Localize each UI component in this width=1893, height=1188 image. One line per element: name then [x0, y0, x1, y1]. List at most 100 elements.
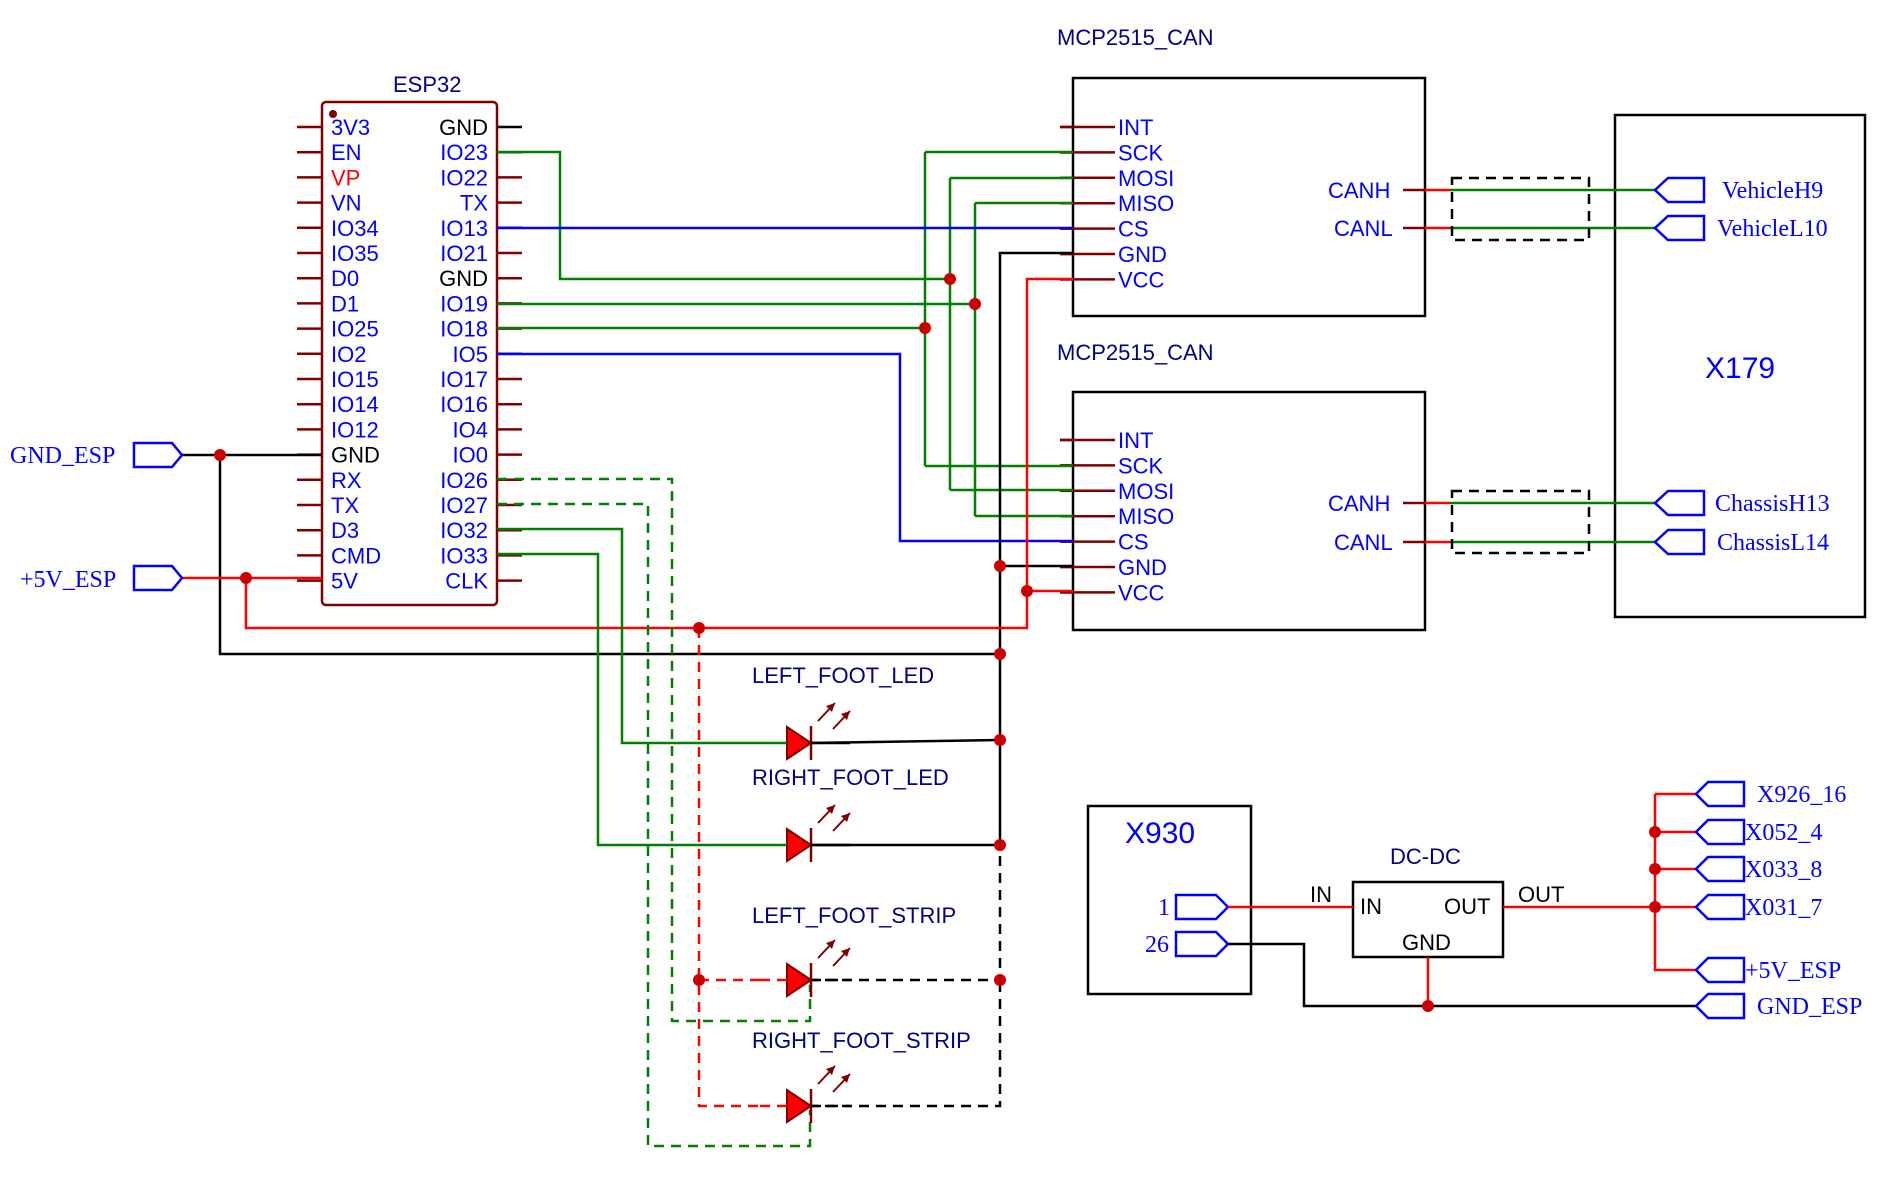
junction-dot [1649, 901, 1661, 913]
junction-dot [214, 449, 226, 461]
esp32-pin-label: IO25 [331, 317, 379, 342]
esp-power-ports: GND_ESP +5V_ESP [10, 441, 184, 593]
output-port [1694, 855, 1746, 883]
mcp1-canh: CANH [1328, 178, 1390, 203]
esp32-pin-label: IO21 [440, 241, 488, 266]
esp32-pin-label: IO33 [440, 543, 488, 568]
twisted-pair-2 [1450, 489, 1591, 555]
esp32-pin-label: GND [439, 115, 488, 140]
mcp-pin-label: MISO [1118, 191, 1174, 216]
esp32-title: ESP32 [393, 72, 462, 97]
esp32-pin-label: 3V3 [331, 115, 370, 140]
port-label: ChassisH13 [1715, 491, 1830, 517]
port-gnd-esp [132, 441, 184, 469]
power-ground-wires [182, 251, 1073, 1108]
junction-dot [240, 572, 252, 584]
esp32-pin-label: CMD [331, 543, 381, 568]
mcp-pin-label: MOSI [1118, 479, 1174, 504]
junction-dot [944, 273, 956, 285]
port-5v-esp-label: +5V_ESP [20, 567, 116, 593]
x930-pin-label: 1 [1158, 895, 1170, 921]
mcp-pin-label: VCC [1118, 267, 1165, 292]
port-5v-esp [132, 564, 184, 592]
esp32-pin-label: GND [439, 266, 488, 291]
junction-dot [994, 648, 1006, 660]
esp32-pin-label: EN [331, 140, 362, 165]
led-group: LEFT_FOOT_LED RIGHT_FOOT_LED LEFT_FOOT_STR… [752, 663, 971, 1124]
x179-body [1613, 113, 1867, 619]
esp32-pin-label: IO0 [453, 443, 488, 468]
esp32-pin-label: TX [331, 493, 359, 518]
x179-connector: X179 [1613, 113, 1867, 619]
esp32-pin-label: TX [460, 191, 488, 216]
esp32-pin-label: IO26 [440, 468, 488, 493]
esp32-pin-label: VN [331, 191, 362, 216]
mcp-pin-label: VCC [1118, 580, 1165, 605]
mcp-pin-label: GND [1118, 555, 1167, 580]
esp32-pin-label: IO13 [440, 216, 488, 241]
led-left-foot-led: LEFT_FOOT_LED [752, 663, 934, 761]
junction-dot [994, 560, 1006, 572]
output-port-label: X031_7 [1745, 895, 1822, 921]
esp32-pin-label: IO16 [440, 392, 488, 417]
esp32-right-pins: GNDIO23IO22TXIO13IO21GNDIO19IO18IO5IO17I… [439, 115, 522, 594]
junction-dots [214, 273, 1661, 1012]
port-label: VehicleH9 [1722, 178, 1823, 204]
mcp-pin-label: INT [1118, 115, 1153, 140]
esp32-pin-label: D3 [331, 518, 359, 543]
x179-title: X179 [1705, 352, 1775, 385]
mcp1-body [1071, 76, 1427, 318]
led-label: RIGHT_FOOT_LED [752, 765, 949, 790]
port-vehicleh9 [1653, 176, 1706, 204]
led-right-foot-strip: RIGHT_FOOT_STRIP [752, 1028, 971, 1124]
output-port-label: X052_4 [1745, 820, 1822, 846]
junction-dot [1649, 863, 1661, 875]
output-port [1694, 992, 1746, 1020]
esp32-pin-label: IO22 [440, 165, 488, 190]
esp32-pin-label: 5V [331, 569, 358, 594]
led-left-foot-strip: LEFT_FOOT_STRIP [752, 903, 956, 998]
x179-ports: VehicleH9 VehicleL10 ChassisH13 ChassisL… [1653, 176, 1830, 556]
mcp-pin-label: MOSI [1118, 166, 1174, 191]
x930-pin-1 [1174, 893, 1230, 921]
can-bus-wires [1425, 176, 1655, 555]
mcp2-title: MCP2515_CAN [1057, 340, 1214, 365]
x930-pin-26 [1174, 930, 1230, 958]
output-port [1694, 818, 1746, 846]
esp32-pin-label: IO18 [440, 317, 488, 342]
x930-title: X930 [1125, 817, 1195, 850]
esp32-pin-label: D1 [331, 291, 359, 316]
mcp-pin-label: MISO [1118, 504, 1174, 529]
esp32-pin-label: IO34 [331, 216, 379, 241]
junction-dot [693, 622, 705, 634]
x930-body [1086, 804, 1253, 996]
dcdc-gnd-pin: GND [1402, 930, 1451, 955]
junction-dot [969, 298, 981, 310]
mcp-pin-label: SCK [1118, 140, 1164, 165]
pin1-marker [329, 110, 337, 118]
esp32-pin-label: CLK [445, 569, 488, 594]
dcdc-title: DC-DC [1390, 844, 1461, 869]
junction-dot [693, 974, 705, 986]
x930-connector: X930 1 26 [1086, 804, 1253, 996]
esp32-pin-label: IO17 [440, 367, 488, 392]
in-net-label: IN [1310, 882, 1332, 907]
port-gnd-esp-label: GND_ESP [10, 443, 115, 469]
esp32-pin-label: VP [331, 165, 360, 190]
junction-dot [919, 322, 931, 334]
esp32-pin-label: IO23 [440, 140, 488, 165]
esp32-pin-label: IO2 [331, 342, 366, 367]
output-port-label: X033_8 [1745, 857, 1822, 883]
junction-dot [1021, 585, 1033, 597]
port-label: VehicleL10 [1717, 216, 1828, 242]
mcp-pin-label: SCK [1118, 453, 1164, 478]
mcp-pin-label: CS [1118, 217, 1149, 242]
esp32-pin-label: IO5 [453, 342, 488, 367]
twisted-pair-1 [1450, 176, 1591, 242]
